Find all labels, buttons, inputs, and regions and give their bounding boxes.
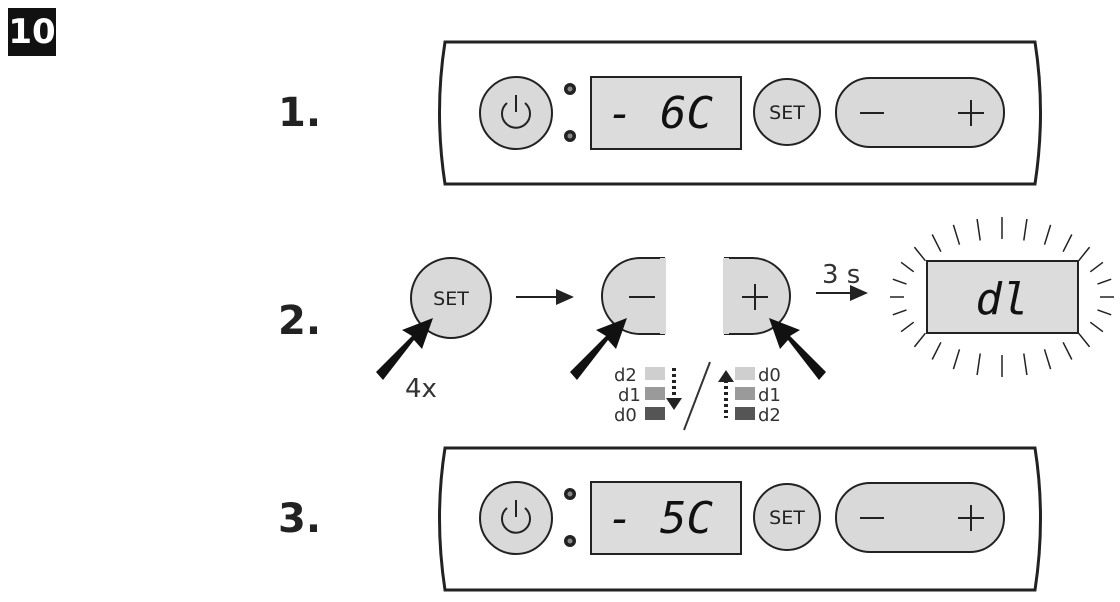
blink-ray: [900, 261, 915, 273]
step-1-number: 1.: [278, 90, 321, 136]
temperature-display: [590, 481, 742, 555]
level-swatch: [645, 367, 665, 380]
blink-ray: [1078, 332, 1091, 348]
press-count: 4x: [405, 374, 437, 404]
level-swatch: [645, 387, 665, 400]
blink-ray: [1097, 309, 1112, 316]
blink-ray: [900, 321, 915, 333]
plus-button-step-2[interactable]: [723, 257, 791, 335]
minus-button-step-2[interactable]: [601, 257, 666, 335]
temperature-display: [590, 76, 742, 150]
level-label: d2: [614, 365, 637, 386]
set-button-label: SET: [769, 507, 805, 529]
set-button-label: SET: [433, 288, 469, 310]
level-label: d0: [614, 405, 637, 426]
blink-ray: [931, 341, 942, 360]
blink-ray: [1043, 224, 1052, 245]
level-swatch: [735, 367, 755, 380]
blink-ray: [892, 309, 907, 316]
blink-ray: [976, 218, 981, 241]
led-indicator: [564, 83, 576, 142]
level-swatch: [735, 387, 755, 400]
level-swatch: [735, 407, 755, 420]
control-panel-step-3: - 5C SET: [438, 446, 1042, 592]
figure-number: 10: [8, 8, 56, 56]
level-label: d0: [758, 365, 781, 386]
led-indicator: [564, 488, 576, 547]
power-icon: [501, 95, 531, 129]
blink-ray: [1062, 234, 1073, 253]
set-button[interactable]: SET: [753, 483, 821, 551]
display-value: - 6C: [607, 88, 713, 139]
plus-icon: [958, 100, 984, 126]
minus-plus-rocker[interactable]: [835, 482, 1005, 553]
level-swatch: [645, 407, 665, 420]
blink-ray: [1023, 353, 1028, 376]
blink-ray: [952, 224, 961, 245]
power-button[interactable]: [479, 76, 553, 150]
level-label: d2: [758, 405, 781, 426]
plus-icon: [958, 505, 984, 531]
result-display: [926, 260, 1079, 334]
level-list-minus: d2 d1 d0: [614, 365, 682, 426]
divider-slash: [683, 361, 711, 431]
blink-ray: [1089, 321, 1104, 333]
hold-time: 3 s: [822, 260, 860, 290]
minus-plus-rocker[interactable]: [835, 77, 1005, 148]
level-label: d1: [618, 385, 641, 406]
blink-ray: [1023, 218, 1028, 241]
result-display-value: dl: [976, 274, 1029, 325]
step-3-number: 3.: [278, 496, 321, 542]
set-button[interactable]: SET: [753, 78, 821, 146]
arrow-up-icon: [718, 370, 734, 418]
blink-ray: [931, 234, 942, 253]
press-arrow-icon: [769, 318, 826, 380]
level-label: d1: [758, 385, 781, 406]
blink-ray: [1097, 278, 1112, 285]
blink-ray: [1089, 261, 1104, 273]
blink-ray: [892, 278, 907, 285]
plus-icon: [742, 284, 768, 310]
blink-ray: [976, 353, 981, 376]
blink-ray: [1043, 349, 1052, 370]
control-panel-step-1: - 6C SET: [438, 40, 1042, 186]
arrow-down-icon: [666, 368, 682, 410]
blink-ray: [913, 246, 926, 262]
blink-ray: [1062, 341, 1073, 360]
blink-ray: [913, 332, 926, 348]
blink-ray: [952, 349, 961, 370]
blink-rays: [890, 217, 1114, 377]
level-list-plus: d0 d1 d2: [718, 365, 781, 426]
blink-ray: [1078, 246, 1091, 262]
set-button-label: SET: [769, 102, 805, 124]
press-arrow-icon: [570, 318, 627, 380]
press-arrow-icon: [376, 318, 433, 380]
set-button-step-2[interactable]: SET: [410, 257, 492, 339]
power-button[interactable]: [479, 481, 553, 555]
step-2-number: 2.: [278, 298, 321, 344]
power-icon: [501, 500, 531, 534]
display-value: - 5C: [607, 493, 713, 544]
